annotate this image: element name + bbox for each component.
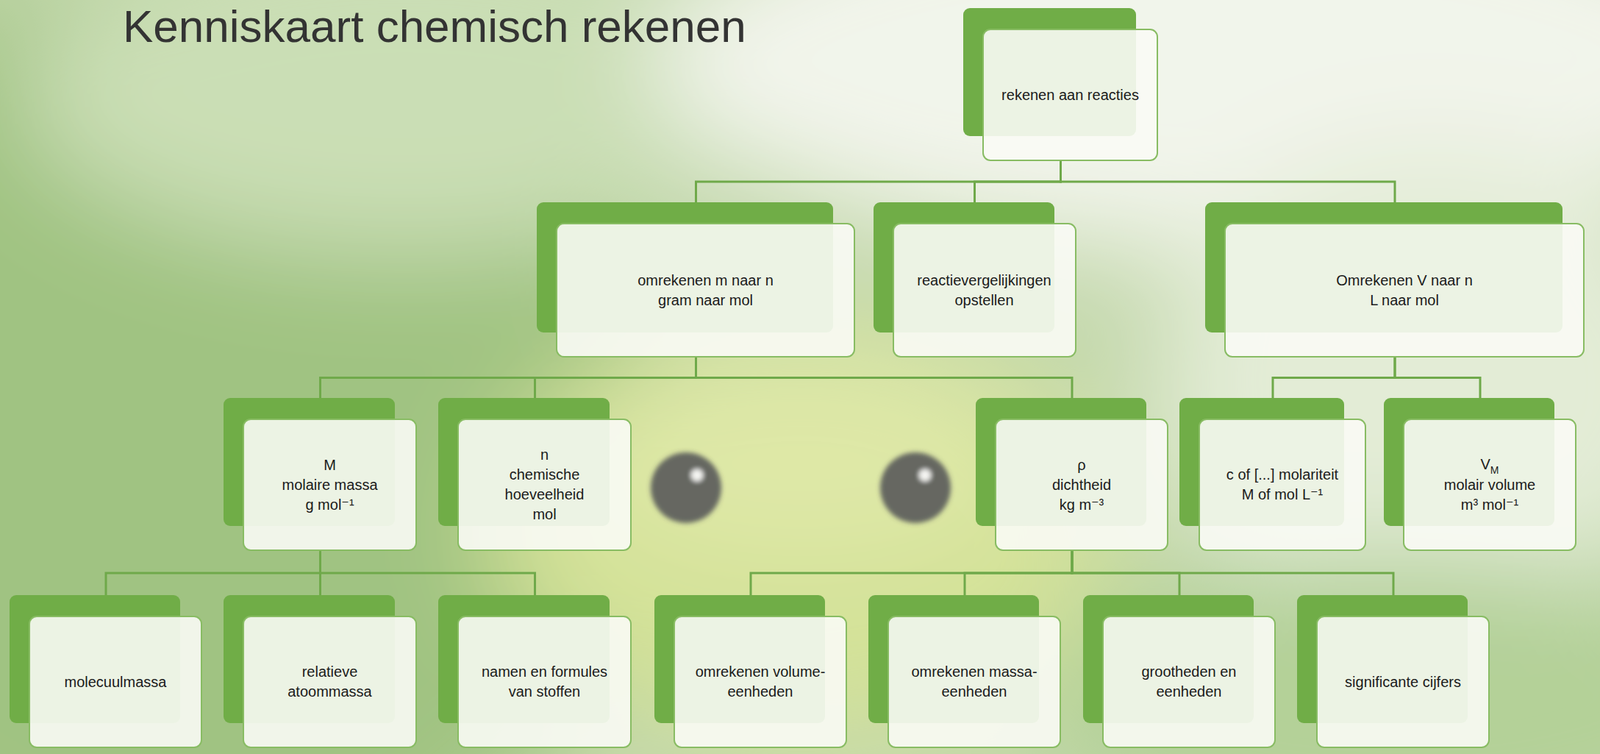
box-content: grootheden en eenheden bbox=[1133, 661, 1245, 702]
text-line: omrekenen volume-eenheden bbox=[690, 661, 831, 702]
box-text: mol bbox=[532, 504, 556, 525]
box-text: rekenen aan reacties bbox=[1001, 85, 1139, 106]
box-text: grootheden en eenheden bbox=[1133, 661, 1245, 702]
text-line: omrekenen m naar n bbox=[637, 270, 774, 291]
box-content: relatieve atoommassa bbox=[271, 661, 389, 702]
box-content: namen en formules van stoffen bbox=[471, 661, 619, 702]
text-line: kg m⁻³ bbox=[1052, 494, 1112, 515]
text-line: molecuulmassa bbox=[64, 672, 167, 692]
text-line: molair volume bbox=[1444, 475, 1536, 495]
subscript-text: M bbox=[1490, 464, 1500, 475]
box-text: molair volume bbox=[1444, 475, 1536, 495]
text-line: Omrekenen V naar n bbox=[1336, 270, 1473, 291]
concept-box: omrekenen massa-eenheden bbox=[887, 615, 1062, 748]
box-text: m³ mol⁻¹ bbox=[1461, 494, 1519, 515]
box-text: omrekenen massa-eenheden bbox=[904, 661, 1045, 702]
text-line: reactievergelijkingen opstellen bbox=[902, 270, 1067, 311]
concept-box: VMmolair volumem³ mol⁻¹ bbox=[1402, 418, 1577, 551]
concept-box: namen en formules van stoffen bbox=[457, 615, 632, 748]
box-content: omrekenen volume-eenheden bbox=[690, 661, 831, 702]
box-text: namen en formules van stoffen bbox=[471, 661, 619, 702]
text-line: omrekenen massa-eenheden bbox=[904, 661, 1045, 702]
box-text: dichtheid bbox=[1052, 475, 1112, 495]
concept-box: c of [...] molariteitM of mol L⁻¹ bbox=[1198, 418, 1367, 551]
box-content: ρdichtheidkg m⁻³ bbox=[1052, 455, 1112, 515]
box-content: Mmolaire massag mol⁻¹ bbox=[281, 455, 378, 515]
box-text: chemische hoeveelheid bbox=[489, 464, 600, 505]
text-line: m³ mol⁻¹ bbox=[1444, 494, 1536, 515]
box-content: significante cijfers bbox=[1344, 672, 1462, 692]
text-line: M bbox=[281, 455, 378, 475]
concept-box: Omrekenen V naar nL naar mol bbox=[1224, 222, 1585, 358]
concept-box: ρdichtheidkg m⁻³ bbox=[994, 418, 1169, 551]
box-text: L naar mol bbox=[1369, 290, 1439, 311]
concept-box: grootheden en eenheden bbox=[1102, 615, 1276, 748]
box-content: omrekenen m naar ngram naar mol bbox=[637, 270, 774, 311]
concept-box: nchemische hoeveelheidmol bbox=[457, 418, 632, 551]
text-line: molaire massa bbox=[281, 475, 378, 495]
box-text: ρ bbox=[1077, 455, 1086, 475]
box-text: relatieve atoommassa bbox=[271, 661, 389, 702]
box-text: molaire massa bbox=[281, 475, 378, 495]
text-line: L naar mol bbox=[1336, 290, 1473, 311]
box-content: molecuulmassa bbox=[64, 672, 167, 692]
box-content: reactievergelijkingen opstellen bbox=[902, 270, 1067, 311]
text-line: ρ bbox=[1052, 455, 1112, 475]
concept-box: molecuulmassa bbox=[28, 615, 203, 748]
text-line: significante cijfers bbox=[1344, 672, 1462, 692]
box-content: Omrekenen V naar nL naar mol bbox=[1336, 270, 1473, 311]
text-line: relatieve atoommassa bbox=[271, 661, 389, 702]
box-content: c of [...] molariteitM of mol L⁻¹ bbox=[1226, 464, 1339, 505]
box-text: omrekenen m naar n bbox=[637, 270, 774, 291]
box-text: n bbox=[540, 444, 549, 465]
text-line: dichtheid bbox=[1052, 475, 1112, 495]
box-text: c of [...] molariteit bbox=[1226, 464, 1339, 485]
concept-box: omrekenen volume-eenheden bbox=[673, 615, 848, 748]
box-text: molecuulmassa bbox=[64, 672, 167, 692]
box-text: M bbox=[323, 455, 337, 475]
box-text: Omrekenen V naar n bbox=[1336, 270, 1473, 291]
concept-box: rekenen aan reacties bbox=[982, 28, 1159, 162]
box-content: omrekenen massa-eenheden bbox=[904, 661, 1045, 702]
text-line: c of [...] molariteit bbox=[1226, 464, 1339, 485]
box-text: M of mol L⁻¹ bbox=[1241, 484, 1324, 505]
concept-box: omrekenen m naar ngram naar mol bbox=[555, 222, 856, 358]
text-line: g mol⁻¹ bbox=[281, 494, 378, 515]
page-title: Kenniskaart chemisch rekenen bbox=[122, 1, 747, 52]
text-line: n bbox=[489, 444, 600, 465]
box-text: gram naar mol bbox=[658, 290, 753, 311]
box-text: significante cijfers bbox=[1344, 672, 1462, 692]
text-line: M of mol L⁻¹ bbox=[1226, 484, 1339, 505]
concept-box: Mmolaire massag mol⁻¹ bbox=[242, 418, 417, 551]
concept-box: significante cijfers bbox=[1316, 615, 1490, 748]
box-text: g mol⁻¹ bbox=[305, 494, 354, 515]
box-text: kg m⁻³ bbox=[1059, 494, 1105, 515]
concept-box: reactievergelijkingen opstellen bbox=[892, 222, 1077, 358]
box-content: rekenen aan reacties bbox=[1001, 85, 1139, 106]
text-line: namen en formules van stoffen bbox=[471, 661, 619, 702]
text-line: gram naar mol bbox=[637, 290, 774, 311]
text-line: rekenen aan reacties bbox=[1001, 85, 1139, 106]
text-line: chemische hoeveelheid bbox=[489, 464, 600, 505]
text-line: mol bbox=[489, 504, 600, 525]
box-content: nchemische hoeveelheidmol bbox=[489, 444, 600, 525]
concept-box: relatieve atoommassa bbox=[242, 615, 417, 748]
text-line: grootheden en eenheden bbox=[1133, 661, 1245, 702]
box-content: VMmolair volumem³ mol⁻¹ bbox=[1444, 454, 1536, 515]
text-line: VM bbox=[1444, 454, 1536, 475]
box-text: omrekenen volume-eenheden bbox=[690, 661, 831, 702]
box-text: V bbox=[1480, 454, 1490, 475]
box-text: reactievergelijkingen opstellen bbox=[902, 270, 1067, 311]
